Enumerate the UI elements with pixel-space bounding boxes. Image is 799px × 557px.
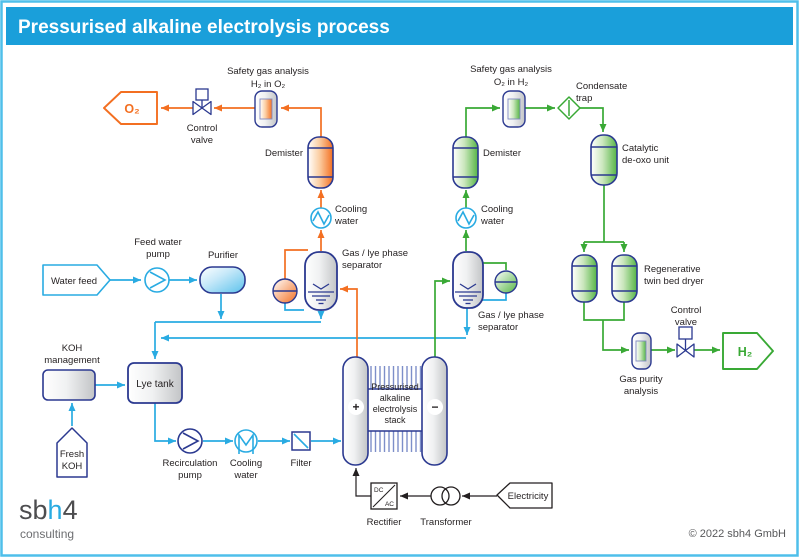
deoxo-unit-icon <box>590 134 618 186</box>
logo-h: h <box>48 495 63 525</box>
logo-sb: sb <box>19 495 48 525</box>
lye-tank-label: Lye tank <box>136 379 174 390</box>
cooling-water-o2-icon <box>310 207 332 229</box>
fresh-koh-label-2: KOH <box>62 461 83 472</box>
cooling-h2-label-2: water <box>480 216 504 227</box>
recirculation-pump-icon <box>177 428 203 454</box>
purifier-label: Purifier <box>208 250 238 261</box>
control-valve-h2-label-1: Control <box>671 305 702 316</box>
separator-o2-label-2: separator <box>342 260 382 271</box>
deoxo-label-1: Catalytic <box>622 143 659 154</box>
gas-lye-separator-o2-icon <box>304 251 338 311</box>
cooling-loop-label-2: water <box>233 470 257 481</box>
condensate-trap-label-2: trap <box>576 93 592 104</box>
feed-pump-label-1: Feed water <box>134 237 182 248</box>
deoxo-label-2: de-oxo unit <box>622 155 669 166</box>
condensate-trap-icon <box>557 96 581 120</box>
separator-h2-label-1: Gas / lye phase <box>478 310 544 321</box>
stack-label-2: alkaline <box>380 393 411 403</box>
cooling-o2-label-1: Cooling <box>335 204 367 215</box>
condensate-trap-label-1: Condensate <box>576 81 627 92</box>
gas-lye-separator-h2-icon <box>452 251 484 309</box>
stack-label-4: stack <box>384 415 406 425</box>
rectifier-label: Rectifier <box>367 517 402 528</box>
header-bar <box>6 7 793 45</box>
wires-power <box>352 468 497 500</box>
control-valve-h2-icon <box>676 326 695 358</box>
lye-tank: Lye tank <box>127 362 183 404</box>
cooling-o2-label-2: water <box>334 216 358 227</box>
cooling-h2-label-1: Cooling <box>481 204 513 215</box>
rectifier-icon: DC AC <box>370 482 398 510</box>
electricity-tag: Electricity <box>496 482 553 509</box>
pipes-hydrogen <box>434 104 720 357</box>
cooling-loop-label-1: Cooling <box>230 458 262 469</box>
feed-pump-label-2: pump <box>146 249 170 260</box>
safety-gas-analysis-h2-icon <box>502 90 526 128</box>
o2-tag-label: O₂ <box>124 102 139 116</box>
plus-pole-label: + <box>352 400 359 414</box>
recirc-pump-label-2: pump <box>178 470 202 481</box>
purifier-icon <box>199 266 246 294</box>
logo-4: 4 <box>63 495 78 525</box>
transformer-label: Transformer <box>420 517 471 528</box>
fresh-koh-tag: Fresh KOH <box>56 427 88 478</box>
labels: Safety gas analysis H₂ in O₂ Control val… <box>44 64 703 528</box>
filter-label: Filter <box>290 458 311 469</box>
twin-bed-dryer-icon <box>571 254 638 303</box>
stack-label-1: Pressurised <box>371 382 419 392</box>
safety-h2-label-1: Safety gas analysis <box>470 64 552 75</box>
control-valve-icon <box>192 88 212 116</box>
cooling-water-loop-icon <box>234 429 258 454</box>
koh-mgmt-label-2: management <box>44 355 100 366</box>
safety-o2-label-2: H₂ in O₂ <box>251 79 286 90</box>
h2-outlet-tag: H₂ <box>722 332 774 370</box>
control-valve-o2-label-2: valve <box>191 135 213 146</box>
safety-h2-label-2: O₂ in H₂ <box>494 77 529 88</box>
koh-management-icon <box>42 369 96 401</box>
rectifier-dc-label: DC <box>374 487 384 494</box>
gas-purity-label-1: Gas purity <box>619 374 663 385</box>
logo-tagline: consulting <box>20 527 74 541</box>
separator-h2-label-2: separator <box>478 322 518 333</box>
koh-mgmt-label-1: KOH <box>62 343 83 354</box>
o2-outlet-tag: O₂ <box>103 91 158 125</box>
demister-h2-icon <box>452 136 479 189</box>
gas-purity-label-2: analysis <box>624 386 659 397</box>
electricity-label: Electricity <box>508 491 549 502</box>
level-indicator-o2-icon <box>272 278 298 304</box>
demister-h2-label: Demister <box>483 148 521 159</box>
water-feed-tag: Water feed <box>42 264 111 296</box>
page-title: Pressurised alkaline electrolysis proces… <box>18 17 390 38</box>
copyright: © 2022 sbh4 GmbH <box>689 528 786 540</box>
pipes-oxygen <box>161 104 358 357</box>
rectifier-ac-label: AC <box>385 501 394 508</box>
level-indicator-h2-icon <box>494 270 518 294</box>
pipes-lye <box>68 276 507 445</box>
filter-icon <box>291 431 311 451</box>
dryer-label-1: Regenerative <box>644 264 701 275</box>
separator-o2-label-1: Gas / lye phase <box>342 248 408 259</box>
footer: sbh4 consulting © 2022 sbh4 GmbH <box>19 495 786 541</box>
recirc-pump-label-1: Recirculation <box>163 458 218 469</box>
water-feed-label: Water feed <box>51 276 97 287</box>
cooling-water-h2-icon <box>455 207 477 229</box>
safety-o2-label-1: Safety gas analysis <box>227 66 309 77</box>
transformer-icon <box>430 486 461 506</box>
sbh4-logo: sbh4 <box>19 495 78 525</box>
stack-label-3: electrolysis <box>373 404 418 414</box>
control-valve-h2-label-2: valve <box>675 317 697 328</box>
minus-pole-label: − <box>431 400 438 414</box>
h2-tag-label: H₂ <box>738 345 753 359</box>
fresh-koh-label-1: Fresh <box>60 449 84 460</box>
feed-water-pump-icon <box>144 267 170 293</box>
demister-o2-label: Demister <box>265 148 303 159</box>
gas-purity-analysis-icon <box>631 332 652 370</box>
demister-o2-icon <box>307 136 334 189</box>
safety-gas-analysis-o2-icon <box>254 90 278 128</box>
dryer-label-2: twin bed dryer <box>644 276 704 287</box>
control-valve-o2-label-1: Control <box>187 123 218 134</box>
electrolysis-stack: + − Pressurised alkaline electrolysis st… <box>342 356 448 466</box>
